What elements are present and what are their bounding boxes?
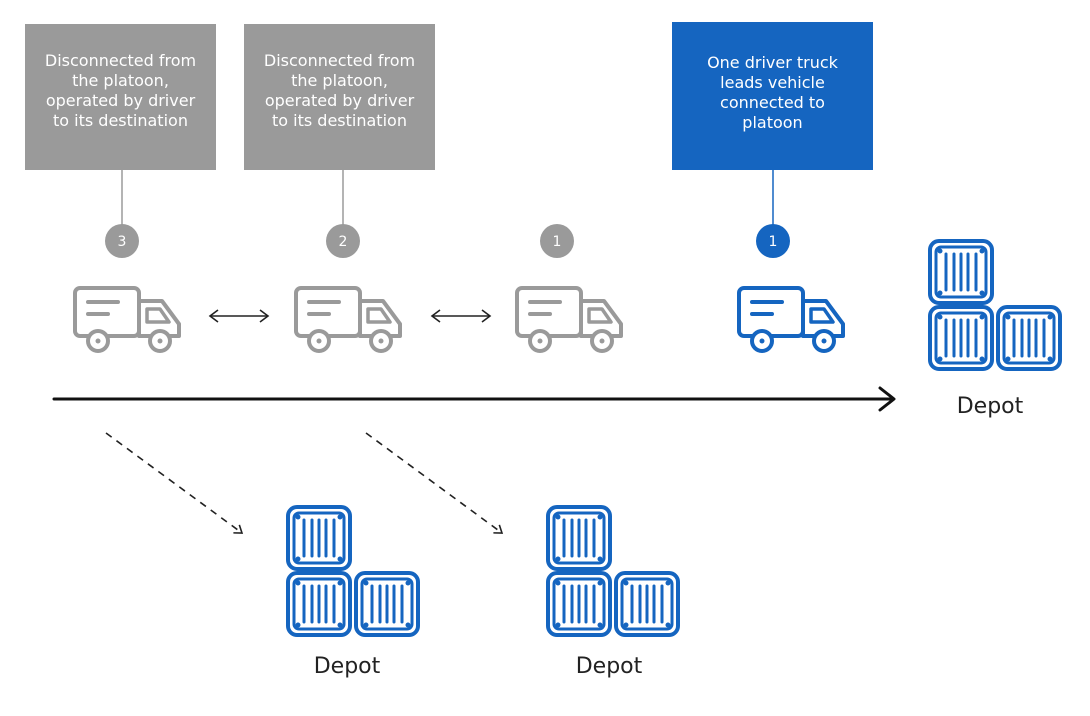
depot-label-middle: Depot — [575, 654, 643, 679]
double-arrow-icon — [430, 309, 492, 323]
callout-line: operated by driver — [45, 91, 196, 110]
callout-line: Disconnected from — [44, 51, 197, 70]
callout-line: operated by driver — [264, 91, 415, 110]
truck-icon — [515, 286, 623, 353]
callout-box-3: Disconnected from the platoon, operated … — [25, 24, 216, 170]
callout-line: One driver truck — [707, 53, 838, 72]
callout-line: platoon — [742, 113, 803, 132]
truck-icon — [737, 286, 845, 353]
badge-2: 2 — [326, 224, 360, 258]
callout-line: the platoon, — [291, 71, 388, 90]
truck-icon — [73, 286, 181, 353]
depot-label-left: Depot — [313, 654, 381, 679]
callout-line: leads vehicle — [720, 73, 825, 92]
depot-label-main: Depot — [956, 394, 1024, 419]
svg-text:1: 1 — [769, 234, 778, 250]
svg-text:3: 3 — [118, 234, 127, 250]
dashed-arrow-icon — [365, 432, 504, 534]
badge-3: 3 — [105, 224, 139, 258]
double-arrow-icon — [208, 309, 270, 323]
callout-line: Disconnected from — [263, 51, 416, 70]
svg-text:2: 2 — [339, 234, 348, 250]
main-arrow-icon — [52, 386, 896, 412]
callout-line: connected to — [720, 93, 825, 112]
callout-line: to its destination — [53, 111, 188, 130]
svg-text:1: 1 — [553, 234, 562, 250]
container-stack-icon — [930, 241, 1060, 369]
callout-line: to its destination — [272, 111, 407, 130]
truck-icon — [294, 286, 402, 353]
callout-box-lead: One driver truck leads vehicle connected… — [672, 22, 873, 170]
container-stack-icon — [288, 507, 418, 635]
badge-1-lead: 1 — [756, 224, 790, 258]
badge-1-follower: 1 — [540, 224, 574, 258]
dashed-arrow-icon — [105, 432, 244, 534]
callout-box-2: Disconnected from the platoon, operated … — [244, 24, 435, 170]
container-stack-icon — [548, 507, 678, 635]
callout-line: the platoon, — [72, 71, 169, 90]
